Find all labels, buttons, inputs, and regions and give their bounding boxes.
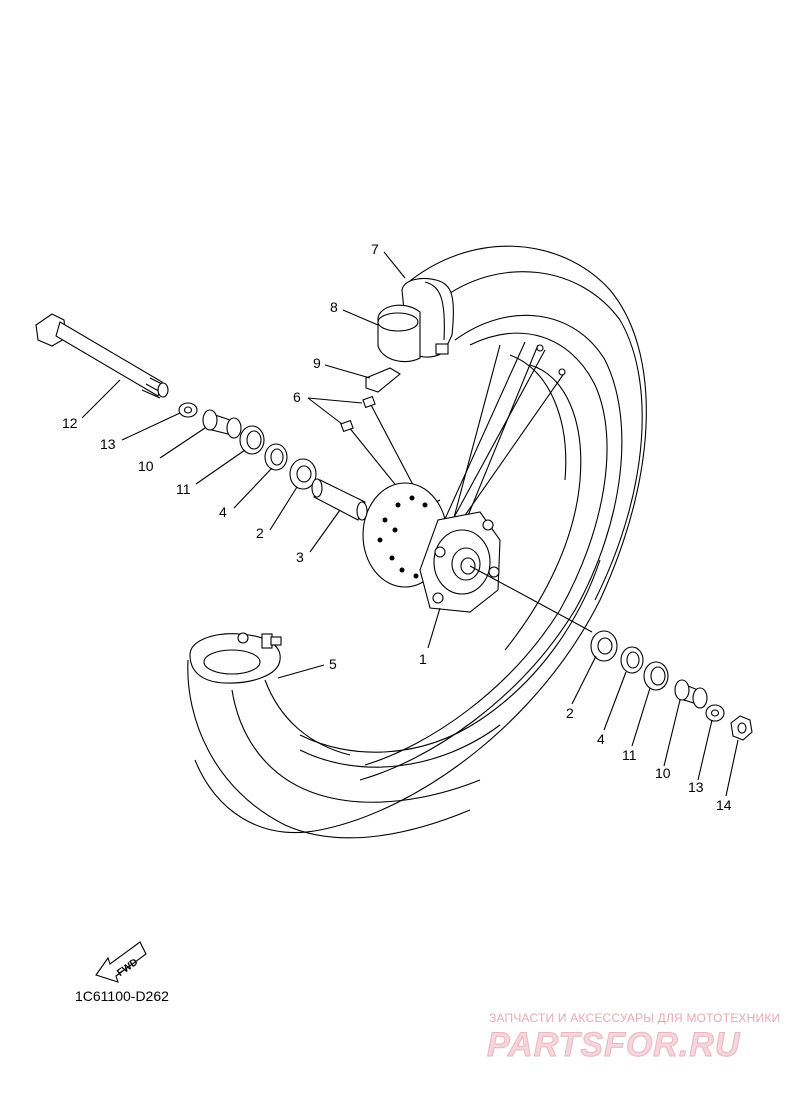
rim-band-tube	[365, 277, 454, 393]
callout-12: 12	[62, 415, 78, 431]
callout-10-right: 10	[655, 765, 671, 781]
watermark-tagline: ЗАПЧАСТИ И АКСЕССУАРЫ ДЛЯ МОТОТЕХНИКИ	[489, 1011, 780, 1025]
callout-9: 9	[313, 355, 321, 371]
callout-13-left: 13	[100, 436, 116, 452]
axle	[35, 313, 169, 399]
callout-4-left: 4	[219, 504, 227, 520]
callout-5: 5	[329, 656, 337, 672]
hub	[362, 482, 501, 613]
callout-13-right: 13	[688, 779, 704, 795]
right-side-parts	[590, 630, 753, 741]
callout-7: 7	[371, 241, 379, 257]
callout-8: 8	[330, 299, 338, 315]
callout-10-left: 10	[138, 458, 154, 474]
callout-14: 14	[716, 797, 732, 813]
callout-2-left: 2	[256, 525, 264, 541]
callout-11-left: 11	[176, 481, 191, 497]
callout-3: 3	[296, 549, 304, 565]
callout-11-right: 11	[622, 747, 637, 763]
callout-4-right: 4	[597, 731, 605, 747]
left-side-parts	[178, 402, 368, 521]
fwd-arrow-icon: FWD	[95, 941, 147, 983]
diagram-code: 1C61100-D262	[75, 988, 169, 1004]
tire-rim	[187, 245, 647, 839]
callout-2-right: 2	[566, 705, 574, 721]
watermark-logo: PARTSFOR.RU	[487, 1026, 741, 1064]
leader-lines	[81, 251, 739, 797]
callout-1: 1	[419, 651, 427, 667]
callout-6: 6	[293, 389, 301, 405]
